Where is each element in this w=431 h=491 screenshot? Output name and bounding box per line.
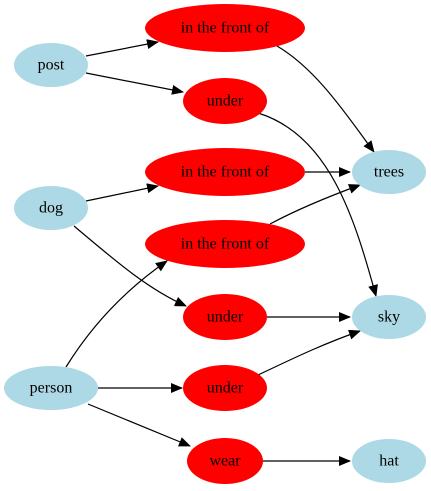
relation-ellipse-rel5 [183, 294, 267, 340]
node-label-rel6: under [207, 380, 244, 397]
edge-rel2-to-sky [257, 112, 378, 297]
node-label-post: post [38, 57, 65, 74]
object-ellipse-person [4, 366, 98, 410]
node-rel5: under [183, 294, 267, 340]
node-label-dog: dog [39, 200, 63, 217]
node-rel3: in the front of [145, 148, 305, 196]
edges-layer [65, 39, 378, 466]
node-label-rel4: in the front of [181, 236, 270, 253]
edge-dog-to-rel5 [73, 225, 187, 307]
node-dog: dog [14, 186, 88, 230]
edge-rel4-to-trees [269, 184, 361, 225]
object-ellipse-post [14, 43, 88, 87]
object-ellipse-dog [14, 186, 88, 230]
node-rel7: wear [187, 438, 263, 484]
node-label-rel3: in the front of [181, 164, 270, 181]
edge-rel6-to-sky [257, 329, 361, 376]
object-ellipse-sky [352, 295, 426, 339]
node-label-rel5: under [207, 309, 244, 326]
nodes-layer: post dog person in the front of under in the … [4, 4, 426, 484]
relation-ellipse-rel6 [183, 365, 267, 411]
node-label-trees: trees [374, 164, 404, 181]
node-rel6: under [183, 365, 267, 411]
edge-post-to-rel2 [85, 72, 184, 95]
relation-ellipse-rel3 [145, 148, 305, 196]
edge-dog-to-rel3 [85, 183, 159, 202]
node-rel1: in the front of [145, 4, 305, 52]
edge-person-to-rel4 [65, 260, 168, 368]
relation-ellipse-rel1 [145, 4, 305, 52]
node-label-rel2: under [207, 93, 244, 110]
relation-ellipse-rel4 [145, 220, 305, 268]
node-label-rel1: in the front of [181, 20, 270, 37]
node-sky: sky [352, 295, 426, 339]
object-ellipse-trees [352, 150, 426, 194]
node-label-person: person [30, 380, 73, 397]
edge-post-to-rel1 [85, 39, 159, 57]
node-hat: hat [352, 439, 426, 483]
node-label-hat: hat [379, 453, 399, 470]
relation-ellipse-rel7 [187, 438, 263, 484]
node-trees: trees [352, 150, 426, 194]
node-post: post [14, 43, 88, 87]
node-label-sky: sky [378, 309, 400, 326]
node-rel2: under [183, 78, 267, 124]
node-rel4: in the front of [145, 220, 305, 268]
edge-person-to-rel7 [87, 403, 191, 447]
edge-rel1-to-trees [276, 45, 375, 153]
node-person: person [4, 366, 98, 410]
relation-ellipse-rel2 [183, 78, 267, 124]
node-label-rel7: wear [209, 453, 241, 470]
object-ellipse-hat [352, 439, 426, 483]
